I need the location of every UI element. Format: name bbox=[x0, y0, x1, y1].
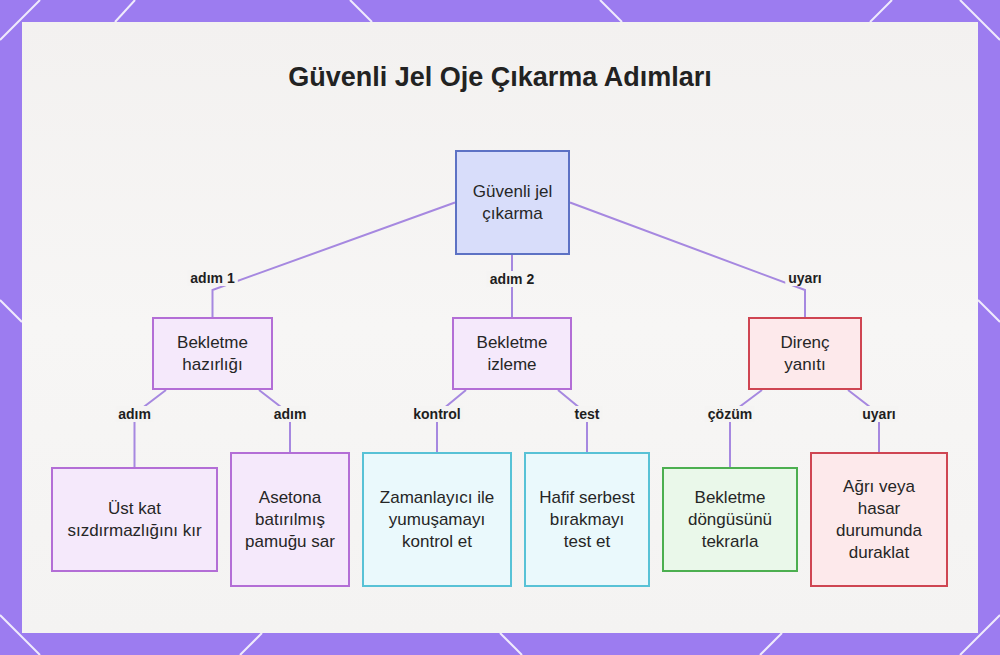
connector-line bbox=[135, 390, 167, 467]
edge-label: uyarı bbox=[859, 406, 898, 422]
deco-line bbox=[600, 0, 622, 22]
deco-line bbox=[500, 633, 522, 655]
connector-line bbox=[213, 203, 456, 318]
deco-line bbox=[115, 0, 135, 22]
root-box: Güvenli jel çıkarma bbox=[455, 150, 570, 255]
edge-label: çözüm bbox=[705, 406, 755, 422]
diagram-title: Güvenli Jel Oje Çıkarma Adımları bbox=[0, 62, 1000, 93]
node-label: Bekletme döngüsünü tekrarla bbox=[674, 487, 786, 553]
node-label: Ağrı veya hasar durumunda duraklat bbox=[822, 476, 936, 564]
deco-line bbox=[760, 633, 782, 655]
deco-line bbox=[978, 300, 1000, 322]
warning-box: Ağrı veya hasar durumunda duraklat bbox=[810, 452, 948, 587]
node-label: Direnç yanıtı bbox=[760, 332, 850, 376]
step-box: Bekletme hazırlığı bbox=[152, 317, 273, 390]
node-label: Bekletme hazırlığı bbox=[164, 332, 261, 376]
edge-label: adım bbox=[115, 406, 154, 422]
deco-line bbox=[240, 633, 262, 655]
edge-label: uyarı bbox=[785, 270, 824, 286]
deco-line bbox=[350, 0, 372, 22]
edge-label: adım 1 bbox=[187, 270, 237, 286]
action-box: Asetona batırılmış pamuğu sar bbox=[230, 452, 350, 587]
deco-line bbox=[0, 300, 22, 322]
warning-box: Direnç yanıtı bbox=[748, 317, 862, 390]
deco-line bbox=[870, 0, 892, 22]
connector-line bbox=[730, 390, 762, 467]
check-box: Zamanlayıcı ile yumuşamayı kontrol et bbox=[362, 452, 512, 587]
solution-box: Bekletme döngüsünü tekrarla bbox=[662, 467, 798, 572]
node-label: Asetona batırılmış pamuğu sar bbox=[242, 487, 338, 553]
connector-line bbox=[570, 203, 805, 318]
node-label: Zamanlayıcı ile yumuşamayı kontrol et bbox=[374, 487, 500, 553]
edge-label: adım 2 bbox=[487, 271, 537, 287]
edge-label: adım bbox=[271, 406, 310, 422]
node-label: Hafif serbest bırakmayı test et bbox=[536, 487, 638, 553]
step-box: Bekletme izleme bbox=[452, 317, 572, 390]
check-box: Hafif serbest bırakmayı test et bbox=[524, 452, 650, 587]
node-label: Güvenli jel çıkarma bbox=[467, 181, 558, 225]
node-label: Üst kat sızdırmazlığını kır bbox=[63, 498, 206, 542]
edge-label: test bbox=[572, 406, 603, 422]
action-box: Üst kat sızdırmazlığını kır bbox=[51, 467, 218, 572]
edge-label: kontrol bbox=[410, 406, 463, 422]
node-label: Bekletme izleme bbox=[464, 332, 560, 376]
